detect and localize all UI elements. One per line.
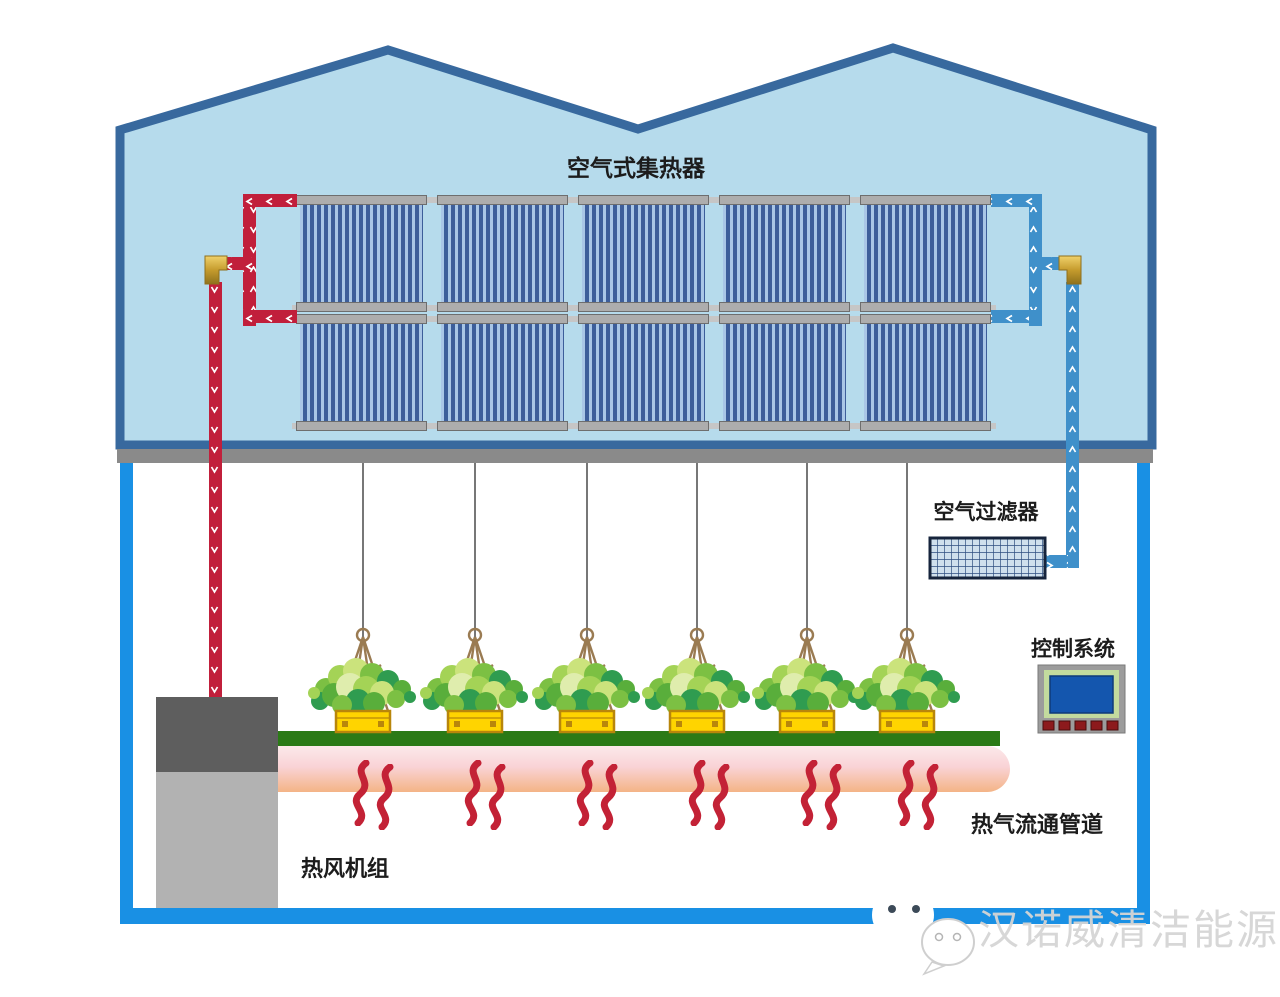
- hanging-basket: [642, 629, 750, 732]
- hot-air-supply-pipe: [204, 194, 297, 700]
- hot-air-unit: [156, 697, 278, 908]
- hanging-basket: [420, 629, 528, 732]
- air-filter: [928, 536, 1047, 580]
- hot-air-unit-label: 热风机组: [301, 856, 389, 881]
- right-wall: [1137, 463, 1150, 924]
- control-buttons: [1042, 720, 1119, 731]
- hanging-baskets: [308, 629, 960, 732]
- plant-bench: [277, 731, 1000, 746]
- air-filter-label: 空气过滤器: [934, 500, 1040, 524]
- ceiling-beam: [117, 449, 1153, 463]
- watermark: 汉诺威清洁能源: [867, 887, 1279, 976]
- solar-collector-array: [292, 196, 996, 431]
- hot-air-duct: [277, 746, 1010, 792]
- hanging-basket: [852, 629, 960, 732]
- control-panel: [1037, 664, 1126, 734]
- control-system-label: 控制系统: [1031, 637, 1115, 661]
- watermark-text: 汉诺威清洁能源: [978, 907, 1279, 953]
- collector-label: 空气式集热器: [567, 155, 706, 181]
- hanging-basket: [752, 629, 860, 732]
- left-wall: [120, 463, 133, 924]
- collector-row-bottom: [297, 315, 991, 431]
- wechat-bubbles-icon: [867, 887, 975, 976]
- hanging-wires: [362, 463, 908, 637]
- cold-air-return-pipe: [991, 194, 1082, 568]
- hot-air-duct-label: 热气流通管道: [971, 812, 1103, 837]
- control-screen: [1049, 675, 1114, 714]
- gold-elbow-left: [204, 255, 228, 285]
- hanging-basket: [308, 629, 416, 732]
- hanging-basket: [532, 629, 640, 732]
- gold-elbow-right: [1058, 255, 1082, 285]
- collector-row-top: [297, 196, 991, 312]
